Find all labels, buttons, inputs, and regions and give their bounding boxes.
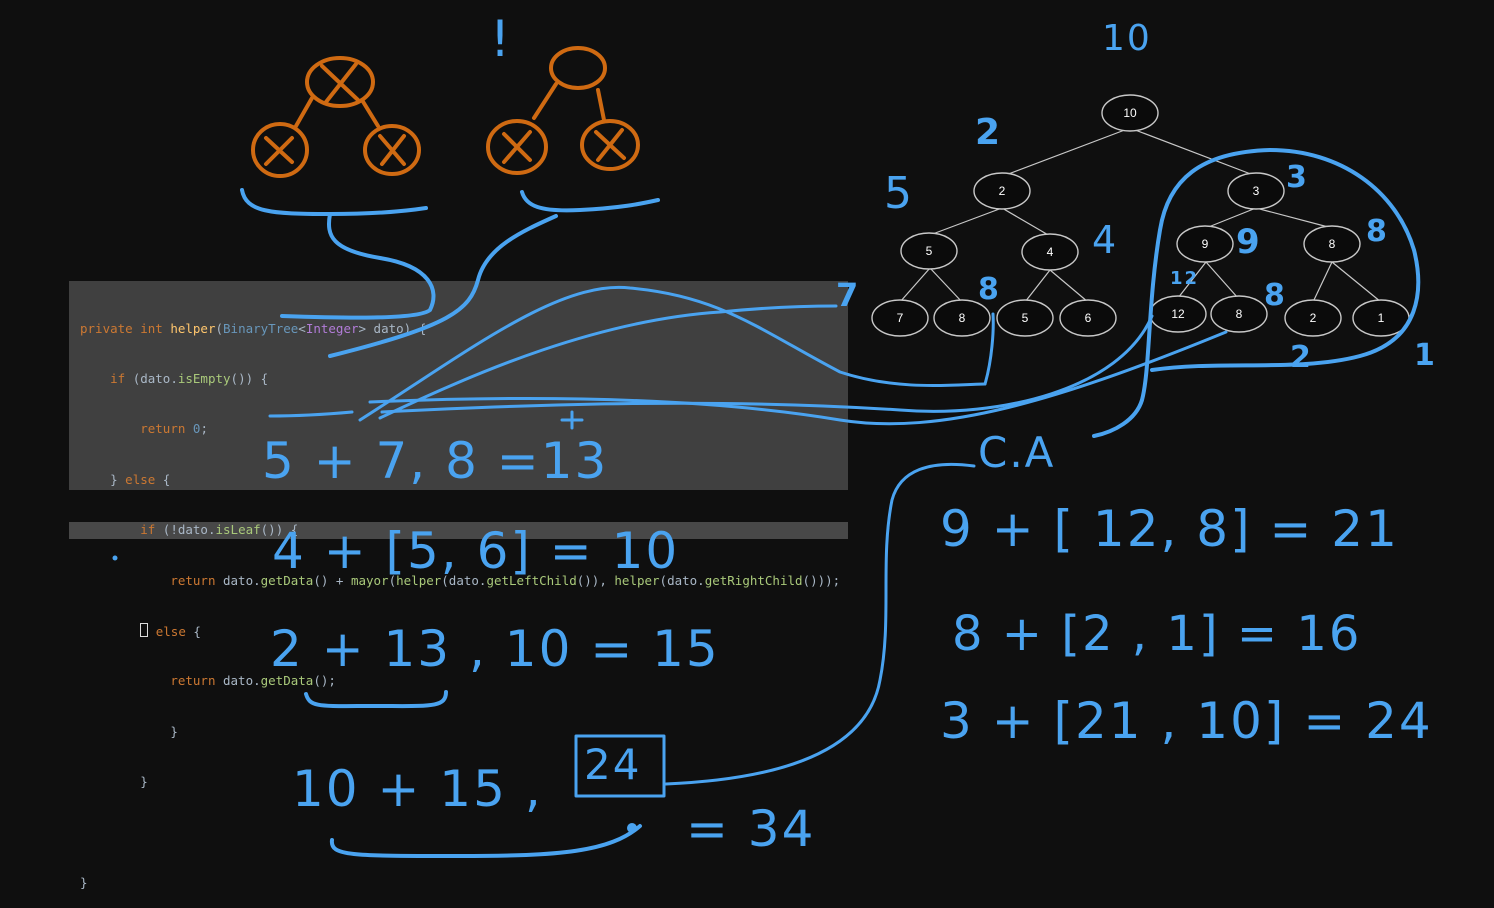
- svg-text:12: 12: [1171, 307, 1185, 321]
- hw-eq-7: 8 + [2 , 1] = 16: [952, 606, 1362, 662]
- hw-eq-3: 2 + 13 , 10 = 15: [270, 620, 720, 678]
- svg-text:6: 6: [1085, 311, 1092, 325]
- hw-eq-2: 4 + [5, 6] = 10: [272, 522, 680, 580]
- hw-label-1: 1: [1414, 338, 1437, 373]
- brace-under-eq3: [304, 690, 448, 709]
- ink-dot-2: [627, 823, 637, 833]
- hw-label-2-bottom: 2: [1290, 340, 1313, 375]
- svg-text:5: 5: [926, 244, 933, 258]
- hw-eq-4b: 24: [584, 740, 642, 789]
- svg-text:9: 9: [1202, 237, 1209, 251]
- svg-text:1: 1: [1378, 311, 1385, 325]
- ink-small-plus: [560, 410, 584, 430]
- tree-node-10: 10: [1101, 94, 1159, 132]
- brace-under-left-sketch: [240, 188, 428, 216]
- hw-label-12: 12: [1170, 268, 1200, 289]
- tree-edges: [899, 127, 1382, 303]
- tree-node-3: 3: [1227, 172, 1285, 210]
- orange-sketch-all-crossed: [251, 56, 421, 178]
- brace-under-eq4: [329, 824, 642, 858]
- ink-annotations: [112, 46, 1421, 858]
- arc-to-node-12: [380, 314, 1154, 414]
- svg-text:8: 8: [959, 311, 966, 325]
- connector-ca-to-24: [664, 462, 976, 786]
- hw-label-8-mid: 8: [1264, 278, 1287, 313]
- tree-node-8-right: 8: [1303, 225, 1361, 263]
- hw-root-label: 10: [1102, 18, 1152, 59]
- hw-label-5: 5: [884, 168, 914, 219]
- svg-text:10: 10: [1123, 106, 1137, 120]
- orange-sketch-root-open: [486, 46, 640, 175]
- hw-ca: C.A: [978, 428, 1056, 477]
- tree-node-12: 12: [1149, 295, 1207, 333]
- arc-seven: [378, 304, 838, 420]
- code-line-3: return 0;: [140, 421, 208, 437]
- box-around-24: [574, 734, 666, 798]
- code-line-12: }: [80, 874, 88, 890]
- arc-left-subtree: [358, 285, 987, 422]
- tree-node-9: 9: [1176, 225, 1234, 263]
- hw-eq-1: 5 + 7, 8 =13: [262, 432, 609, 490]
- code-editor-panel[interactable]: private int helper(BinaryTree<Integer> d…: [69, 281, 848, 890]
- underline-getdata: [268, 410, 354, 418]
- hw-label-2: 2: [975, 112, 1003, 153]
- svg-text:8: 8: [1236, 307, 1243, 321]
- hw-eq-6: 9 + [ 12, 8] = 21: [940, 500, 1399, 558]
- ink-dot: [112, 555, 118, 561]
- connector-isempty: [280, 212, 436, 320]
- brace-under-right-sketch: [520, 190, 660, 213]
- svg-text:2: 2: [999, 184, 1006, 198]
- code-line-8: return dato.getData();: [170, 673, 336, 689]
- hw-eq-4a: 10 + 15 ,: [292, 760, 543, 818]
- hw-label-3: 3: [1286, 160, 1309, 195]
- tree-node-2: 2: [973, 172, 1031, 210]
- code-line-6: return dato.getData() + mayor(helper(dat…: [170, 572, 841, 588]
- tree-node-1: 1: [1352, 299, 1410, 337]
- text-cursor: [140, 622, 149, 637]
- svg-text:7: 7: [897, 311, 904, 325]
- svg-text:2: 2: [1310, 311, 1317, 325]
- svg-text:3: 3: [1253, 184, 1260, 198]
- tree-node-5-leaf: 5: [996, 299, 1054, 337]
- svg-text:5: 5: [1022, 311, 1029, 325]
- tree-node-4: 4: [1021, 233, 1079, 271]
- hw-label-8-right: 8: [1366, 214, 1389, 249]
- tree-node-2-leaf: 2: [1284, 299, 1342, 337]
- tree-node-7: 7: [871, 299, 929, 337]
- arc-to-node-8-mid: [368, 330, 1228, 426]
- code-line-2: if (dato.isEmpty()) {: [110, 370, 269, 386]
- code-line-9: }: [170, 723, 178, 739]
- binary-tree-diagram: 10 2 3 5 4 9 8 7 8 5 6 12 8 2 1: [871, 94, 1410, 337]
- hw-eq-5: = 34: [686, 800, 816, 858]
- hw-label-8-leaf: 8: [978, 272, 1001, 307]
- loop-right-subtree: [1092, 148, 1421, 438]
- code-line-4: } else {: [110, 471, 171, 487]
- tree-node-5: 5: [900, 232, 958, 270]
- svg-text:8: 8: [1329, 237, 1336, 251]
- tree-node-6: 6: [1059, 299, 1117, 337]
- hw-exclamation: !: [490, 10, 513, 68]
- tree-node-8-left: 8: [933, 299, 991, 337]
- tree-node-8-mid: 8: [1210, 295, 1268, 333]
- code-line-5: if (!dato.isLeaf()) {: [69, 522, 848, 539]
- arc-to-node-8: [983, 312, 995, 386]
- hw-label-4: 4: [1092, 218, 1119, 262]
- code-line-7: else {: [80, 622, 848, 640]
- code-line-10: }: [140, 774, 148, 790]
- svg-text:4: 4: [1047, 245, 1054, 259]
- hw-label-9: 9: [1236, 222, 1262, 262]
- hw-eq-8: 3 + [21 , 10] = 24: [940, 692, 1433, 750]
- connector-isleaf: [328, 214, 558, 358]
- hw-label-7: 7: [836, 276, 861, 314]
- code-line-1: private int helper(BinaryTree<Integer> d…: [80, 320, 427, 336]
